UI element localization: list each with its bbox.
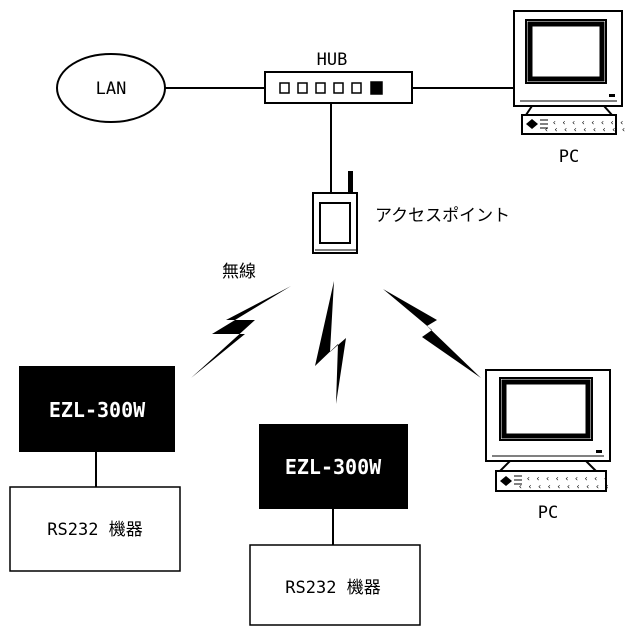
rs232-equipment-2: RS232 機器 <box>249 544 421 626</box>
wireless-label: 無線 <box>222 262 256 282</box>
hub-label: HUB <box>317 50 348 70</box>
hub-port-icon <box>279 82 290 94</box>
hub-port-active-icon <box>370 81 383 95</box>
hub-port-icon <box>351 82 362 94</box>
pc-right-label: PC <box>538 503 558 523</box>
device-2-label: EZL-300W <box>285 455 382 479</box>
pc-right: ‹ ‹ ‹ ‹ ‹ ‹ ‹ ‹ ‹ ‹ ‹ ‹ ‹ ‹ ‹ ‹ ‹ ‹ ‹ PC <box>485 369 611 523</box>
hub-port-icon <box>315 82 326 94</box>
rs232-equipment-1: RS232 機器 <box>9 486 181 572</box>
wireless-bolt-icon <box>383 289 481 378</box>
access-point-label: アクセスポイント <box>375 206 510 226</box>
svg-text:‹ ‹ ‹ ‹ ‹ ‹ ‹ ‹ ‹: ‹ ‹ ‹ ‹ ‹ ‹ ‹ ‹ ‹ <box>544 125 626 134</box>
lan-cloud: LAN <box>56 53 166 123</box>
equipment-2-label: RS232 機器 <box>285 578 380 598</box>
computer-icon: ‹ ‹ ‹ ‹ ‹ ‹ ‹ ‹ ‹ ‹ ‹ ‹ ‹ ‹ ‹ ‹ ‹ ‹ ‹ <box>485 369 611 492</box>
ezl-device-2: EZL-300W <box>259 424 408 509</box>
pc-top-label: PC <box>559 147 579 167</box>
hub: HUB <box>264 50 413 104</box>
hub-ports <box>279 81 383 95</box>
equipment-1-label: RS232 機器 <box>47 520 142 540</box>
equipment-box <box>9 486 181 572</box>
pc-top: ‹ ‹ ‹ ‹ ‹ ‹ ‹ ‹ ‹ ‹ ‹ ‹ ‹ ‹ ‹ ‹ ‹ PC <box>513 10 626 167</box>
svg-text:‹ ‹ ‹ ‹ ‹ ‹ ‹ ‹ ‹: ‹ ‹ ‹ ‹ ‹ ‹ ‹ ‹ ‹ <box>526 474 608 483</box>
device-box <box>259 424 408 509</box>
wireless-bolt-icon <box>191 286 291 378</box>
svg-text:‹ ‹ ‹ ‹ ‹ ‹ ‹ ‹: ‹ ‹ ‹ ‹ ‹ ‹ ‹ ‹ <box>552 118 624 127</box>
device-box <box>19 366 175 452</box>
access-point-icon <box>312 171 358 254</box>
wireless-bolt-icon <box>315 281 346 404</box>
computer-icon: ‹ ‹ ‹ ‹ ‹ ‹ ‹ ‹ ‹ ‹ ‹ ‹ ‹ ‹ ‹ ‹ ‹ <box>513 10 626 135</box>
access-point: アクセスポイント <box>312 171 510 254</box>
lan-label: LAN <box>96 79 127 99</box>
equipment-box <box>249 544 421 626</box>
ezl-device-1: EZL-300W <box>19 366 175 452</box>
hub-port-icon <box>297 82 308 94</box>
hub-port-icon <box>333 82 344 94</box>
svg-text:‹ ‹ ‹ ‹ ‹ ‹ ‹ ‹ ‹ ‹: ‹ ‹ ‹ ‹ ‹ ‹ ‹ ‹ ‹ ‹ <box>518 482 610 491</box>
device-1-label: EZL-300W <box>49 398 146 422</box>
